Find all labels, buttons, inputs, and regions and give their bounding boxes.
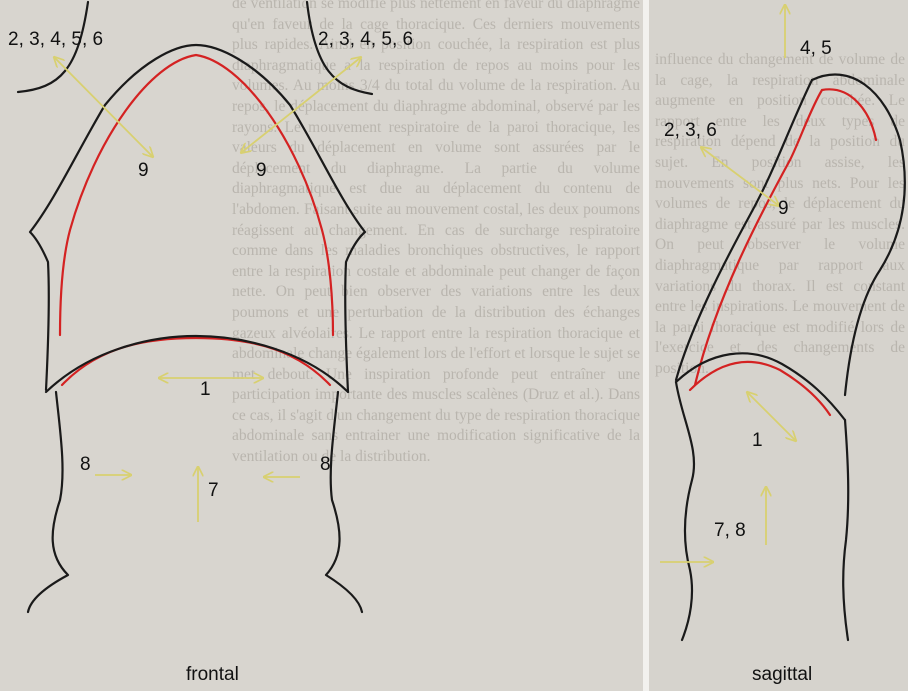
- sagittal-view: 4, 5 2, 3, 6 9 1 7, 8 sagittal: [660, 6, 905, 685]
- arrow-upper-right: [242, 58, 360, 152]
- sagittal-back-outline: [812, 75, 905, 395]
- frontal-diaphragm-dome: [60, 55, 333, 335]
- sagittal-label-top: 4, 5: [800, 38, 832, 59]
- frontal-label-upper-left: 2, 3, 4, 5, 6: [8, 29, 103, 50]
- sagittal-label-dome: 9: [778, 198, 789, 219]
- sagittal-arrow-upper: [702, 148, 778, 205]
- frontal-abdomen-left: [28, 392, 68, 612]
- sagittal-label-base: 1: [752, 430, 763, 451]
- sagittal-diaphragm-dome: [695, 89, 876, 385]
- sagittal-caption: sagittal: [752, 664, 812, 685]
- frontal-view: 2, 3, 4, 5, 6 2, 3, 4, 5, 6 9 9 1 8 8 7 …: [8, 2, 413, 685]
- frontal-caption: frontal: [186, 664, 239, 685]
- frontal-label-dome-left: 9: [138, 160, 149, 181]
- sagittal-diaphragm-base: [690, 362, 830, 415]
- sagittal-label-upper-left: 2, 3, 6: [664, 120, 717, 141]
- frontal-thorax-outline: [30, 45, 365, 392]
- sagittal-abdomen-front: [676, 382, 694, 640]
- frontal-label-abdomen-left: 8: [80, 454, 91, 475]
- frontal-abdomen-right: [326, 392, 362, 612]
- frontal-label-base: 1: [200, 379, 211, 400]
- frontal-label-dome-right: 9: [256, 160, 267, 181]
- sagittal-abdomen-back: [843, 420, 848, 640]
- frontal-label-upper-right: 2, 3, 4, 5, 6: [318, 29, 413, 50]
- frontal-label-abdomen-center: 7: [208, 480, 219, 501]
- sagittal-label-abdomen: 7, 8: [714, 520, 746, 541]
- frontal-label-abdomen-right: 8: [320, 454, 331, 475]
